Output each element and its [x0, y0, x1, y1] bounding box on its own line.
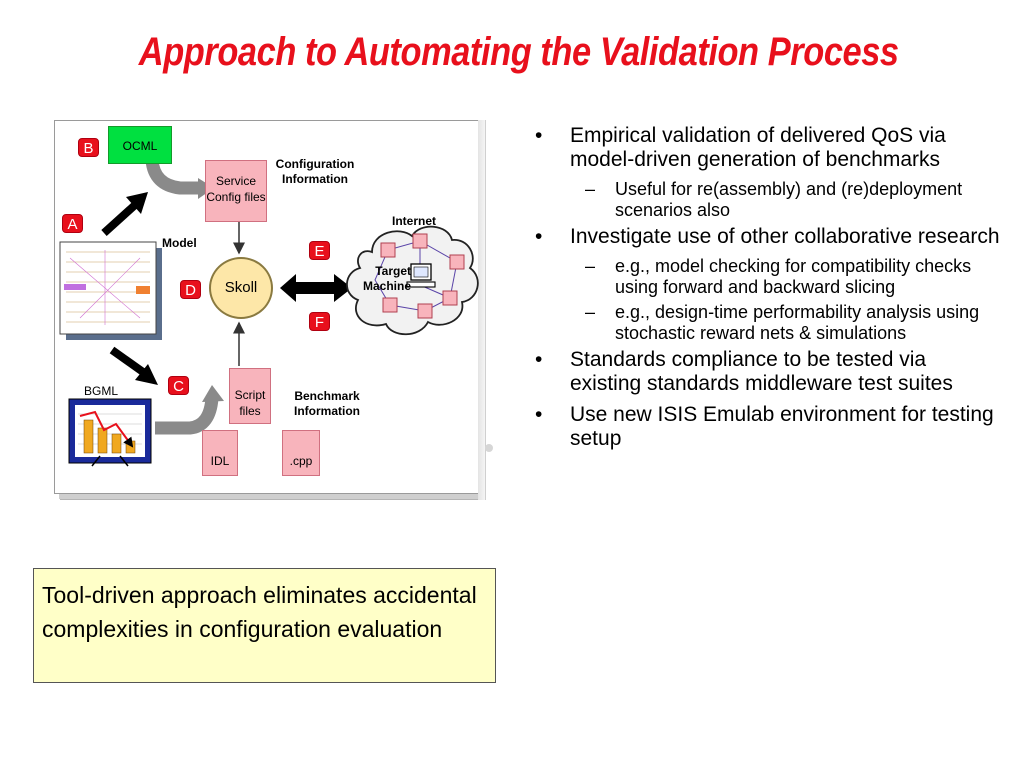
service-config-files-label: Service Config files — [206, 174, 266, 204]
bullet-item: Empirical validation of delivered QoS vi… — [530, 124, 1000, 172]
benchmark-information-label: Benchmark Information — [294, 389, 360, 418]
label-d-badge: D — [180, 280, 201, 299]
skoll-label: Skoll — [224, 279, 258, 296]
ocml-box: OCML — [108, 126, 172, 164]
target-machine-label: Target Machine — [362, 264, 411, 293]
ocml-label: OCML — [122, 139, 158, 153]
bullet-item: Use new ISIS Emulab environment for test… — [530, 403, 1000, 451]
label-e-badge: E — [309, 241, 330, 260]
model-to-ocml-arrow — [101, 192, 148, 236]
bullet-item: Investigate use of other collaborative r… — [530, 225, 1000, 249]
internet-label: Internet — [392, 214, 437, 228]
skoll-internet-double-arrow — [280, 274, 352, 302]
configuration-information-label: Configuration Information — [275, 157, 355, 186]
model-thumbnail-icon — [59, 241, 162, 340]
label-c-badge: C — [168, 376, 189, 395]
bullet-list: Empirical validation of delivered QoS vi… — [530, 124, 1000, 458]
label-a-badge: A — [62, 214, 83, 233]
skoll-node: Skoll — [209, 257, 273, 319]
bgml-label: BGML — [84, 384, 119, 398]
panel-dot — [485, 444, 493, 452]
sub-bullet-item: e.g., design-time performability analysi… — [530, 302, 1000, 344]
panel-side-strip — [478, 120, 486, 500]
label-f-badge: F — [309, 312, 330, 331]
bgml-chart-icon — [68, 398, 152, 467]
cpp-label: .cpp — [289, 454, 313, 468]
script-files-label: Script files — [234, 388, 266, 418]
sub-bullet-item: e.g., model checking for compatibility c… — [530, 256, 1000, 298]
computer-icon — [406, 263, 436, 288]
model-label: Model — [162, 236, 197, 250]
callout-box: Tool-driven approach eliminates accident… — [33, 568, 496, 683]
idl-label: IDL — [210, 454, 230, 468]
bullet-item: Standards compliance to be tested via ex… — [530, 348, 1000, 396]
callout-text: Tool-driven approach eliminates accident… — [42, 582, 477, 642]
cpp-doc: .cpp — [282, 430, 320, 476]
script-files-doc: Script files — [229, 368, 271, 424]
bgml-to-script-arrow — [155, 385, 224, 435]
idl-doc: IDL — [202, 430, 238, 476]
service-config-files-doc: Service Config files — [205, 160, 267, 222]
page-title: Approach to Automating the Validation Pr… — [138, 30, 899, 74]
sub-bullet-item: Useful for re(assembly) and (re)deployme… — [530, 179, 1000, 221]
model-to-bgml-arrow — [109, 346, 158, 385]
label-b-badge: B — [78, 138, 99, 157]
